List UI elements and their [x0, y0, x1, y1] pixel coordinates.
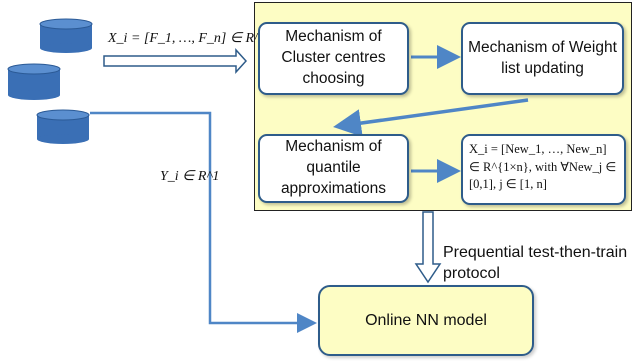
cluster-centres-box: Mechanism of Cluster centres choosing	[258, 22, 409, 95]
input-y-text: Y_i ∈ R^1	[160, 169, 220, 184]
transformed-features-label: X_i = [New_1, …, New_n] ∈ R^{1×n}, with …	[469, 142, 617, 191]
database-icon	[39, 18, 93, 53]
weight-list-box: Mechanism of Weight list updating	[461, 22, 624, 95]
weight-to-quantile-arrow	[333, 98, 529, 137]
cluster-centres-label: Mechanism of Cluster centres choosing	[281, 28, 386, 87]
database-icon	[36, 109, 90, 144]
online-nn-model-label: Online NN model	[365, 311, 487, 329]
protocol-text: Prequential test-then-train protocol	[443, 243, 628, 282]
database-icon	[7, 63, 61, 100]
protocol-arrow	[414, 211, 442, 284]
online-nn-model-box: Online NN model	[318, 285, 534, 356]
weight-list-label: Mechanism of Weight list updating	[468, 38, 617, 77]
quantile-approximation-label: Mechanism of quantile approximations	[280, 138, 387, 197]
input-y-label: Y_i ∈ R^1	[160, 168, 219, 185]
input-y-arrow	[90, 111, 317, 333]
input-x-text: X_i = [F_1, …, F_n] ∈ R^{1×n}	[108, 31, 295, 46]
input-x-arrow	[103, 48, 248, 74]
input-x-label: X_i = [F_1, …, F_n] ∈ R^{1×n}	[108, 30, 295, 47]
quantile-approximation-box: Mechanism of quantile approximations	[258, 134, 409, 203]
protocol-label: Prequential test-then-train protocol	[443, 222, 627, 284]
transformed-features-box: X_i = [New_1, …, New_n] ∈ R^{1×n}, with …	[461, 134, 626, 205]
